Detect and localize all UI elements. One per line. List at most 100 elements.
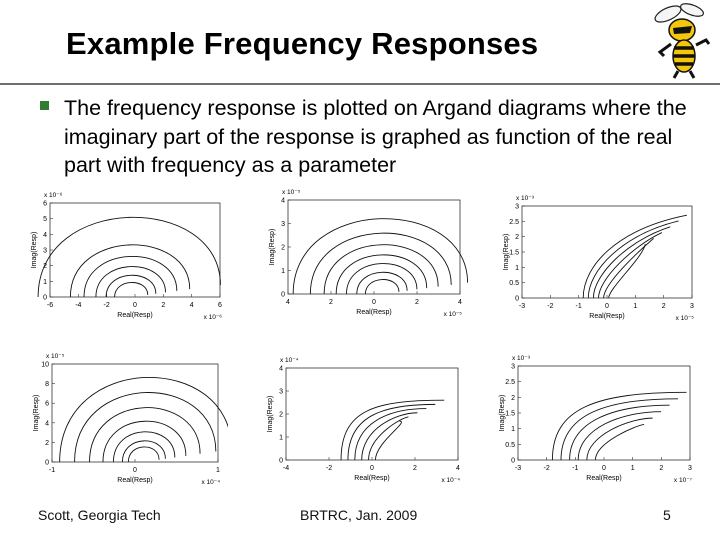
response-curve bbox=[112, 431, 176, 463]
response-curve bbox=[603, 238, 654, 299]
x-tick-label: 0 bbox=[133, 302, 137, 309]
x-exponent-label: x 10⁻⁴ bbox=[441, 477, 460, 484]
x-tick-label: 2 bbox=[415, 299, 419, 306]
x-tick-label: 0 bbox=[372, 299, 376, 306]
y-tick-label: 4 bbox=[279, 366, 283, 373]
footer-event: BRTRC, Jan. 2009 bbox=[300, 507, 418, 523]
y-tick-label: 2 bbox=[281, 245, 285, 252]
x-tick-label: 2 bbox=[329, 299, 333, 306]
y-tick-label: 5 bbox=[43, 216, 47, 223]
response-curve bbox=[354, 408, 427, 461]
x-tick-label: 1 bbox=[633, 303, 637, 310]
x-tick-label: -2 bbox=[547, 303, 553, 310]
response-curve bbox=[356, 271, 408, 295]
x-tick-label: -1 bbox=[49, 467, 55, 474]
y-tick-label: 1 bbox=[43, 279, 47, 286]
y-tick-label: 2.5 bbox=[505, 379, 515, 386]
y-exponent-label: x 10⁻³ bbox=[516, 195, 535, 202]
x-tick-label: 2 bbox=[659, 465, 663, 472]
response-curve bbox=[114, 282, 149, 298]
x-axis-label: Real(Resp) bbox=[117, 477, 152, 484]
y-tick-label: 2 bbox=[279, 412, 283, 419]
y-tick-label: 3 bbox=[43, 248, 47, 255]
response-curve bbox=[127, 446, 160, 463]
x-tick-label: -3 bbox=[519, 303, 525, 310]
x-axis-label: Real(Resp) bbox=[586, 475, 621, 482]
response-curve bbox=[586, 417, 653, 461]
x-tick-label: 1 bbox=[216, 467, 220, 474]
y-tick-label: 0.5 bbox=[505, 442, 515, 449]
x-tick-label: -1 bbox=[576, 303, 582, 310]
bullet-marker bbox=[40, 101, 49, 110]
response-curve bbox=[594, 424, 645, 461]
response-curve bbox=[569, 404, 670, 461]
y-tick-label: 2 bbox=[45, 440, 49, 447]
y-tick-label: 0 bbox=[43, 295, 47, 302]
page-number: 5 bbox=[663, 507, 671, 523]
y-axis-label: Imag(Resp) bbox=[33, 395, 40, 432]
x-exponent-label: x 10⁻⁷ bbox=[674, 477, 693, 484]
footer-author: Scott, Georgia Tech bbox=[38, 507, 161, 523]
y-tick-label: 0 bbox=[511, 458, 515, 465]
response-curve bbox=[335, 254, 428, 295]
y-tick-label: 1 bbox=[515, 265, 519, 272]
response-curve bbox=[59, 377, 228, 463]
response-curve bbox=[364, 279, 400, 295]
y-tick-label: 4 bbox=[45, 420, 49, 427]
x-axis-label: Real(Resp) bbox=[354, 475, 389, 482]
x-tick-label: -3 bbox=[515, 465, 521, 472]
y-tick-label: 1 bbox=[279, 435, 283, 442]
y-tick-label: 4 bbox=[43, 232, 47, 239]
y-tick-label: 3 bbox=[279, 389, 283, 396]
y-tick-label: 3 bbox=[515, 204, 519, 211]
response-curve bbox=[102, 420, 187, 463]
response-curve bbox=[74, 392, 217, 463]
slide-title: Example Frequency Responses bbox=[66, 26, 539, 61]
y-tick-label: 2 bbox=[515, 234, 519, 241]
x-tick-label: -4 bbox=[283, 465, 289, 472]
response-curve bbox=[598, 232, 663, 299]
x-tick-label: 4 bbox=[286, 299, 290, 306]
response-curve bbox=[89, 407, 201, 463]
plot-frame bbox=[287, 199, 461, 295]
y-axis-label: Imag(Resp) bbox=[499, 395, 506, 432]
y-tick-label: 1 bbox=[281, 268, 285, 275]
response-curve bbox=[69, 244, 191, 298]
response-curve bbox=[121, 440, 166, 463]
response-curve bbox=[347, 403, 436, 461]
x-axis-label: Real(Resp) bbox=[356, 309, 391, 316]
x-tick-label: 0 bbox=[370, 465, 374, 472]
response-curve bbox=[368, 416, 409, 461]
y-tick-label: 0 bbox=[515, 296, 519, 303]
y-axis-label: Imag(Resp) bbox=[31, 232, 38, 269]
y-tick-label: 8 bbox=[45, 381, 49, 388]
response-curve bbox=[83, 256, 178, 298]
plot-frame bbox=[285, 367, 459, 461]
x-axis-label: Real(Resp) bbox=[589, 313, 624, 320]
y-tick-label: 0 bbox=[279, 458, 283, 465]
x-tick-label: 3 bbox=[688, 465, 692, 472]
response-curve bbox=[95, 266, 166, 298]
response-curve bbox=[587, 220, 679, 299]
x-tick-label: 2 bbox=[413, 465, 417, 472]
response-curve bbox=[551, 391, 687, 461]
y-exponent-label: x 10⁻⁴ bbox=[280, 357, 299, 364]
response-curve bbox=[374, 420, 402, 461]
x-tick-label: 3 bbox=[690, 303, 694, 310]
response-curve bbox=[361, 412, 418, 461]
y-exponent-label: x 10⁻³ bbox=[512, 355, 531, 362]
x-axis-label: Real(Resp) bbox=[117, 312, 152, 319]
y-exponent-label: x 10⁻⁵ bbox=[46, 353, 65, 360]
y-exponent-label: x 10⁻⁶ bbox=[44, 192, 63, 199]
title-divider bbox=[0, 83, 720, 85]
y-tick-label: 2 bbox=[511, 395, 515, 402]
response-curve bbox=[592, 226, 671, 299]
x-tick-label: 2 bbox=[662, 303, 666, 310]
x-tick-label: 1 bbox=[631, 465, 635, 472]
x-tick-label: -2 bbox=[326, 465, 332, 472]
y-tick-label: 0.5 bbox=[509, 280, 519, 287]
x-exponent-label: x 10⁻⁵ bbox=[444, 311, 463, 318]
y-tick-label: 1.5 bbox=[505, 411, 515, 418]
x-exponent-label: x 10⁻⁵ bbox=[676, 315, 695, 322]
